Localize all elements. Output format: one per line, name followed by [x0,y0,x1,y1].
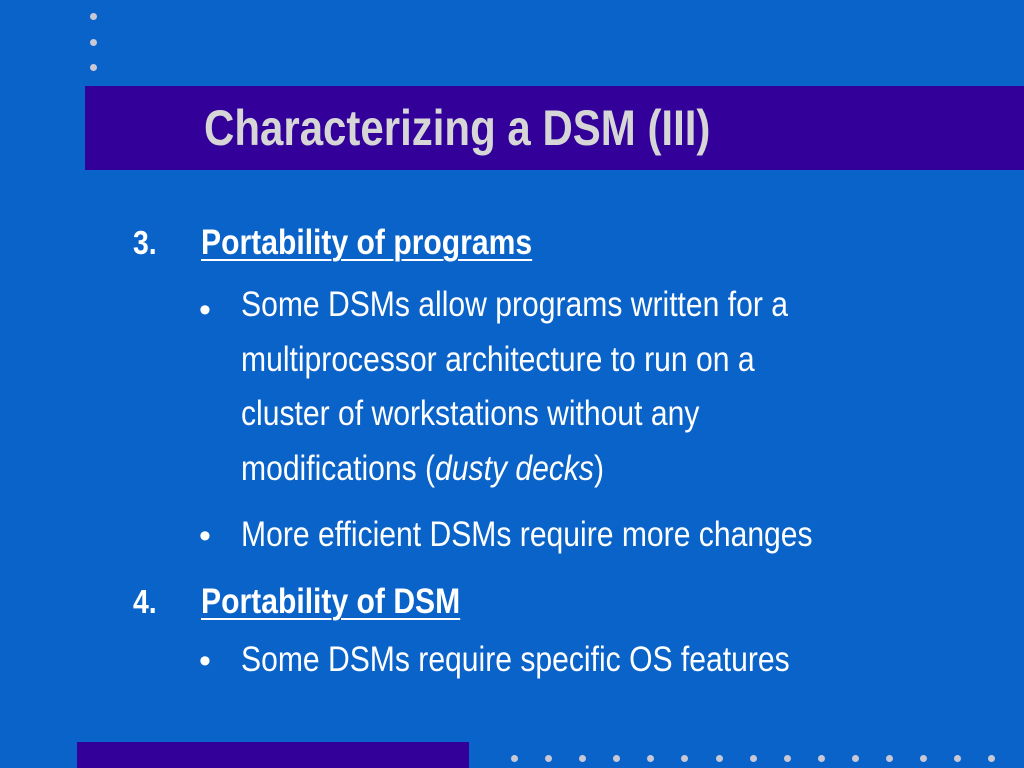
section-number: 4. [133,583,157,620]
decorative-dot [750,755,757,762]
decorative-dot [886,755,893,762]
bullet-text-line-1: Some DSMs allow programs written for a [241,285,789,324]
decorative-dot [716,755,723,762]
decorative-dot [579,755,586,762]
decorative-dot [647,755,654,762]
decorative-dot [784,755,791,762]
decorative-dot [90,13,97,20]
bullet-text-line-4: modifications ( [241,448,436,488]
decorative-dot [818,755,825,762]
bullet-text: More efficient DSMs require more changes [241,515,813,554]
bullet-text-line-3: cluster of workstations without any [241,394,700,433]
decorative-dot [988,755,995,762]
section-heading-text: Portability of programs [201,223,533,262]
bullet-text: Some DSMs require specific OS features [241,640,790,679]
decorative-dot [511,755,518,762]
bullet-text: Some DSMs allow programs written for a mu… [241,278,929,496]
bullet-icon: • [199,642,211,680]
bullet-icon: • [199,291,211,329]
decorative-dot [852,755,859,762]
section-heading: Portability of DSM [201,582,460,622]
section-heading-text: Portability of DSM [201,582,461,621]
decorative-dot [545,755,552,762]
section-heading: Portability of programs [201,223,532,263]
bullet-text-closing: ) [593,448,605,488]
decorative-dot [920,755,927,762]
decorative-dot [681,755,688,762]
decorative-dot [613,755,620,762]
emphasized-term: dusty decks [435,448,594,488]
slide-title: Characterizing a DSM (III) [204,100,711,156]
title-bar [85,86,1024,170]
section-number: 3. [133,224,157,261]
decorative-dot [954,755,961,762]
decorative-dot [90,64,97,71]
bullet-icon: • [199,517,211,555]
bullet-text-line-2: multiprocessor architecture to run on a [241,339,755,379]
bottom-bar [77,742,469,768]
decorative-dot [90,39,97,46]
